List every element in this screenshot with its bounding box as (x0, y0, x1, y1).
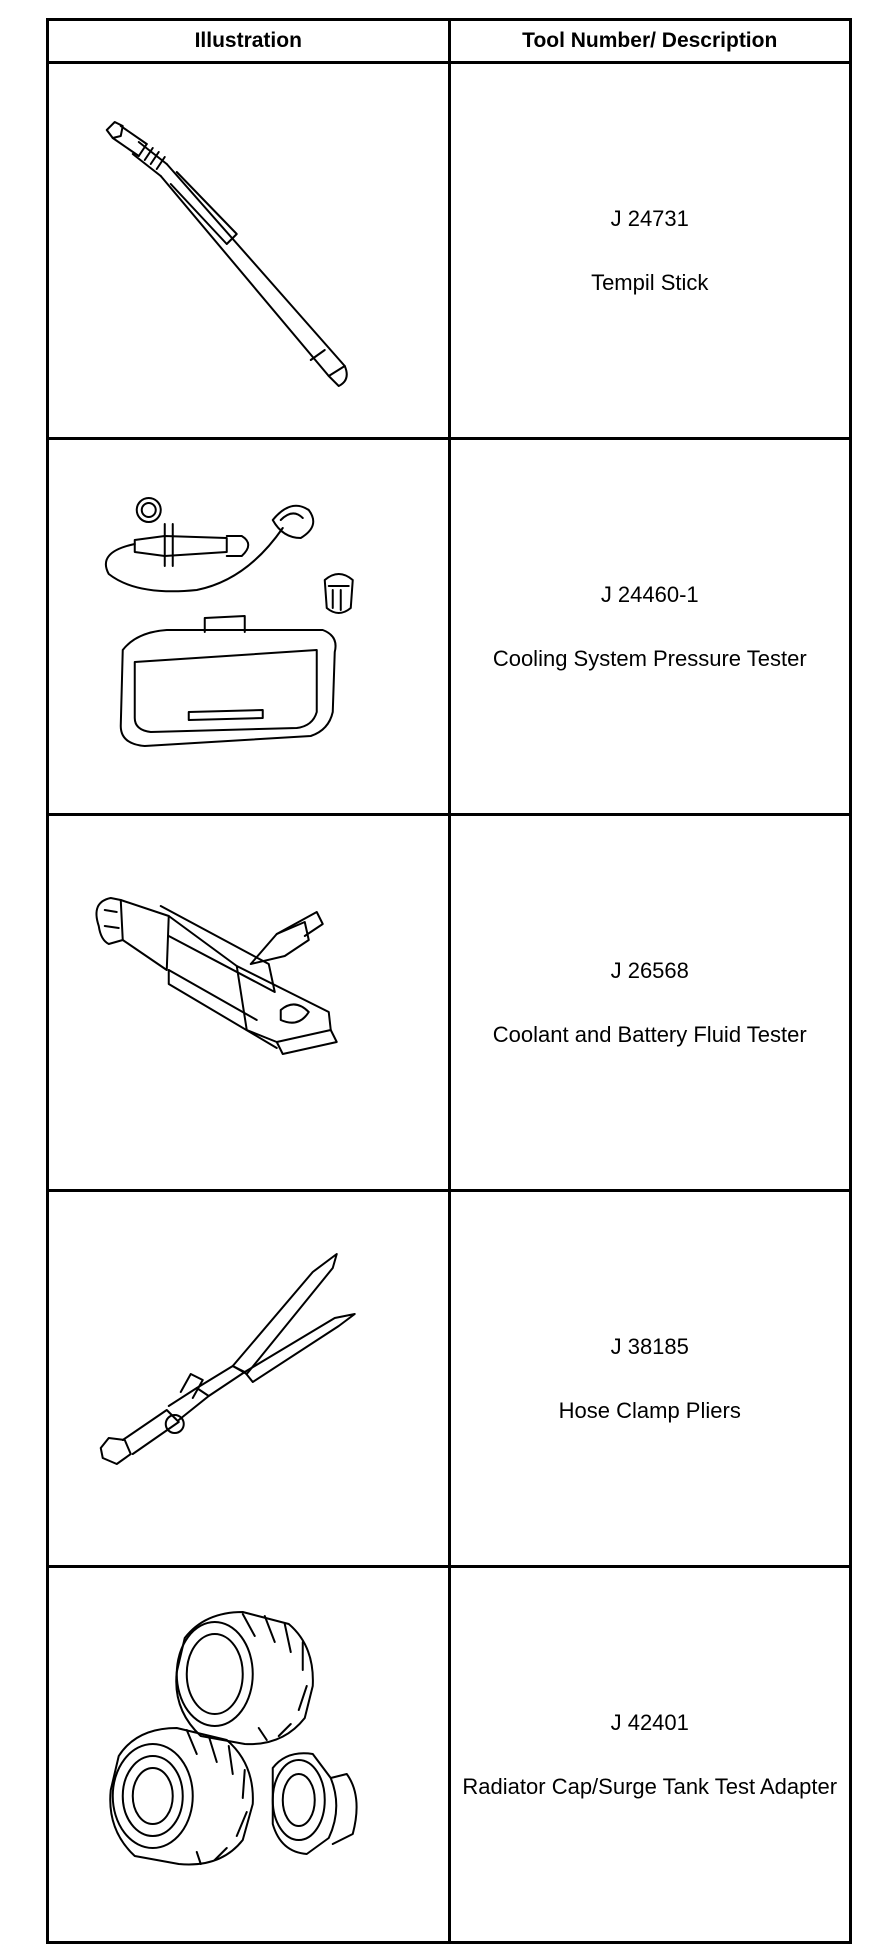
tool-description: Coolant and Battery Fluid Tester (492, 1021, 807, 1047)
description-cell: J 24731 Tempil Stick (447, 61, 852, 440)
tool-description: Hose Clamp Pliers (558, 1397, 741, 1423)
description-cell: J 38185 Hose Clamp Pliers (447, 1189, 852, 1568)
tool-description: Radiator Cap/Surge Tank Test Adapter (462, 1773, 838, 1799)
test-adapter-icon (109, 1611, 358, 1866)
tool-description: Cooling System Pressure Tester (492, 645, 807, 671)
header-illustration: Illustration (46, 18, 451, 64)
description-cell: J 26568 Coolant and Battery Fluid Tester (447, 813, 852, 1192)
fluid-tester-icon (95, 897, 338, 1055)
tool-number: J 24731 (610, 205, 689, 231)
table-row: J 38185 Hose Clamp Pliers (46, 1189, 852, 1568)
hose-clamp-pliers-icon (99, 1253, 356, 1465)
table-row: J 42401 Radiator Cap/Surge Tank Test Ada… (46, 1565, 852, 1944)
table-row: J 24460-1 Cooling System Pressure Tester (46, 437, 852, 816)
header-tool-description: Tool Number/ Description (447, 18, 852, 64)
illustration-cell (46, 1565, 451, 1944)
tool-number: J 24460-1 (600, 581, 699, 607)
table-header-row: Illustration Tool Number/ Description (46, 18, 852, 64)
tempil-stick-icon (105, 121, 348, 387)
tool-number: J 26568 (610, 957, 689, 983)
tool-number: J 38185 (610, 1333, 689, 1359)
tool-number: J 42401 (610, 1709, 689, 1735)
table-row: J 26568 Coolant and Battery Fluid Tester (46, 813, 852, 1192)
illustration-cell (46, 61, 451, 440)
illustration-cell (46, 437, 451, 816)
illustration-cell (46, 1189, 451, 1568)
description-cell: J 24460-1 Cooling System Pressure Tester (447, 437, 852, 816)
illustration-cell (46, 813, 451, 1192)
pressure-tester-icon (104, 497, 354, 747)
table-row: J 24731 Tempil Stick (46, 61, 852, 440)
tools-document: Illustration Tool Number/ Description J … (46, 18, 852, 1944)
tool-description: Tempil Stick (591, 269, 709, 295)
description-cell: J 42401 Radiator Cap/Surge Tank Test Ada… (447, 1565, 852, 1944)
tools-table: Illustration Tool Number/ Description J … (46, 18, 852, 1944)
